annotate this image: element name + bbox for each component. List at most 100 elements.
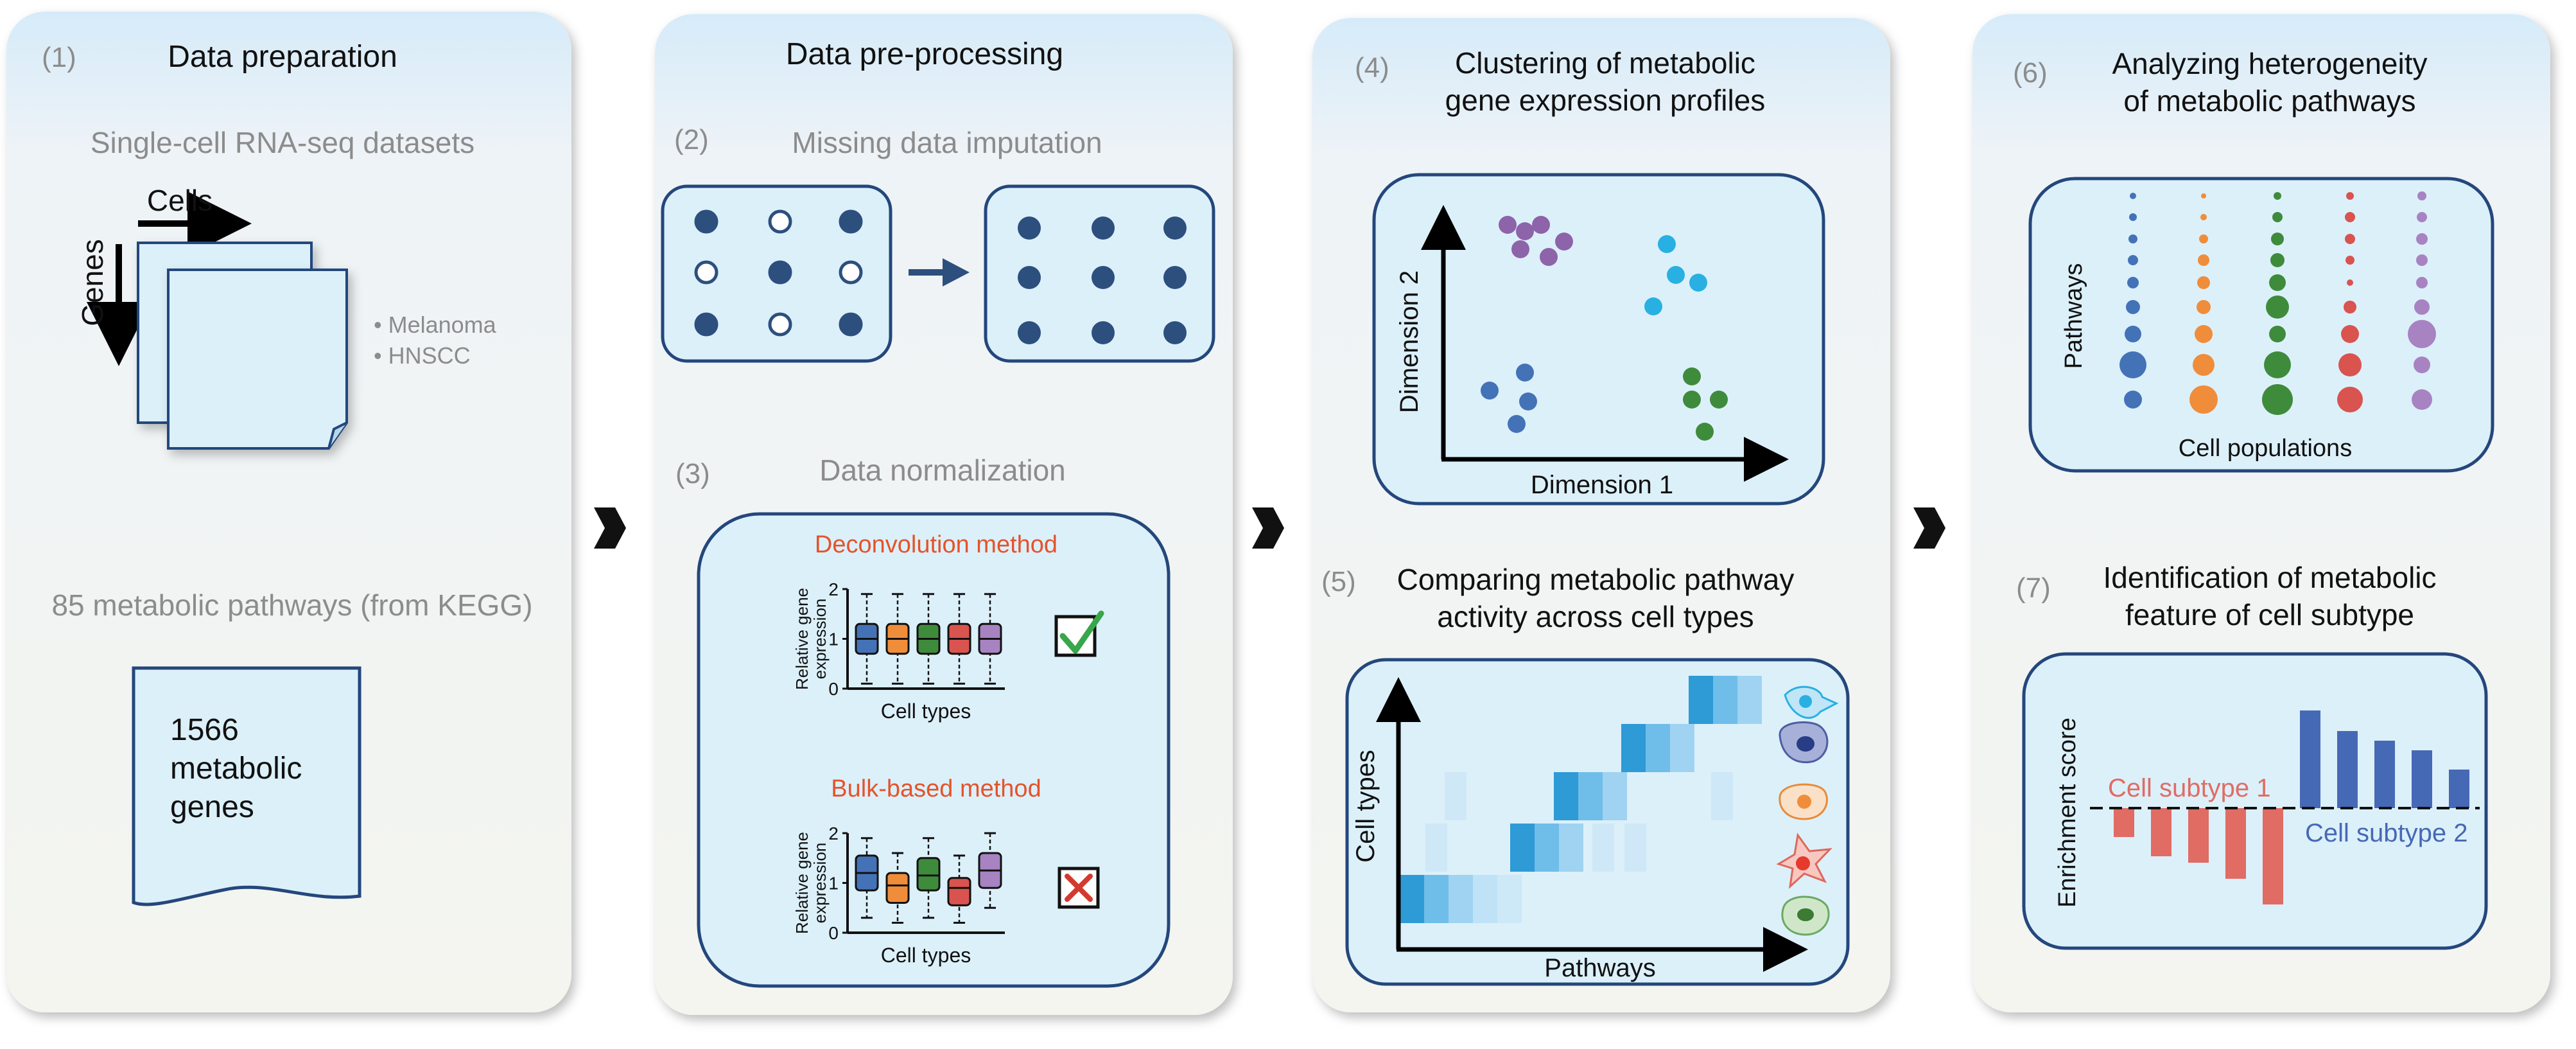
subtype-label: Cell subtype 2 [2305,819,2467,847]
dotplot-dot [2125,326,2141,342]
dotplot-dot [2344,301,2356,313]
dataset-sheet-fold [327,421,347,449]
cell-icon-blue [1779,721,1829,763]
method-title: Deconvolution method [815,531,1057,558]
tick-label: 0 [828,679,839,699]
section-title: gene expression profiles [1445,84,1766,117]
heatmap-cell [1510,824,1535,872]
dotplot-dot [2197,276,2210,289]
dataset-item: • HNSCC [374,342,471,369]
heatmap-cell [1713,676,1737,724]
dotplot-dot [2266,295,2289,319]
section-title: Comparing metabolic pathway [1397,563,1795,596]
axis-label: expression [810,599,830,680]
cell-icon-cyan [1784,685,1839,719]
dotplot-dot [2271,233,2284,245]
axis-label: Cell types [881,944,971,967]
chevron-right-icon [594,507,626,549]
boxplot-box [947,877,971,906]
heatmap-cell [1737,676,1762,724]
clustering-box [1372,173,1825,506]
dotplot-dot [2269,274,2286,291]
dotplot-dot [2127,277,2139,288]
heatmap-cell [1624,824,1646,872]
step-number: (6) [2013,57,2048,89]
section-subtitle: Single-cell RNA-seq datasets [91,126,474,159]
dotplot-dot [2270,253,2284,267]
heatmap-cell [1670,724,1694,772]
section-title: Clustering of metabolic [1455,46,1755,80]
heatmap-cell [1424,875,1449,923]
enrichment-bar [2188,808,2209,863]
dotplot-dot [2130,193,2136,199]
dataset-item: • Melanoma [374,312,497,338]
panel-title: Data pre-processing [786,37,1063,71]
gene-document [132,666,361,906]
enrichment-bar [2225,808,2246,879]
genes-label: Genes [76,239,109,326]
cell-icon-green [1781,895,1830,936]
dotplot-dot [2345,234,2355,244]
dotplot-dot [2264,351,2291,378]
heatmap-cell [1578,772,1603,820]
heatmap-cell [1400,875,1424,923]
axis-label: Dimension 1 [1531,471,1673,499]
dotplot-dot [2262,384,2293,415]
dotplot-dot [2200,214,2207,220]
dotplot-dot [2201,193,2206,198]
tick-label: 1 [828,874,839,894]
heatmap-cell [1559,824,1583,872]
heatmap-cell [1689,676,1713,724]
chevron-right-icon [1913,507,1945,549]
dataset-sheet-front [167,269,348,450]
cell-icon-orange [1779,783,1828,820]
cluster-green [1683,367,1728,441]
heatmap-cell [1603,772,1627,820]
axis-label: Cell populations [2179,435,2352,462]
normalization-box [697,512,1171,988]
dotplot-dot [2193,354,2215,376]
cells-label: Cells [147,184,213,217]
tick-label: 0 [828,923,839,943]
dotplot-dot [2346,192,2354,200]
section-title: Analyzing heterogeneity [2112,47,2428,80]
kegg-title: 85 metabolic pathways (from KEGG) [51,588,532,622]
heatmap-cell [1497,875,1522,923]
heatmap-cell [1646,724,1670,772]
axis-label: Pathways [1544,954,1655,982]
axis-label: expression [810,843,830,924]
enrichment-bar [2337,731,2358,808]
heatmap [1400,676,1762,923]
axis-label: Cell types [1352,750,1380,863]
heatmap-cell [1445,772,1466,820]
dotplot-dot [2416,233,2428,245]
axis-label: Dimension 2 [1395,270,1423,413]
enrichment-box [2022,652,2488,950]
enrichment-bar [2263,808,2283,904]
dotplot-dot [2414,299,2430,315]
cell-icon-red [1776,833,1832,889]
dotplot-dot [2119,351,2146,378]
document-line: genes [170,790,254,824]
dotplot-dot [2272,212,2283,222]
boxplot-box [885,872,910,904]
dotplot-dot [2417,212,2427,222]
heatmap-cell [1473,875,1497,923]
enrichment-bar [2114,808,2134,837]
cross-icon [1057,867,1100,909]
dotplot-dot [2337,387,2363,412]
step-number: (4) [1355,52,1389,84]
dotplot [2119,191,2436,415]
axis-label: Pathways [2060,263,2087,369]
check-icon [1054,610,1104,657]
dotplot-dot [2189,385,2218,414]
panel-title: Data preparation [168,40,397,74]
heatmap-cell [1425,824,1447,872]
dotplot-dot [2416,254,2428,266]
axis-label: Relative gene [792,588,812,690]
boxplot-box [916,857,941,892]
dotplot-dot [2197,300,2211,314]
dotplot-dot [2347,279,2353,286]
